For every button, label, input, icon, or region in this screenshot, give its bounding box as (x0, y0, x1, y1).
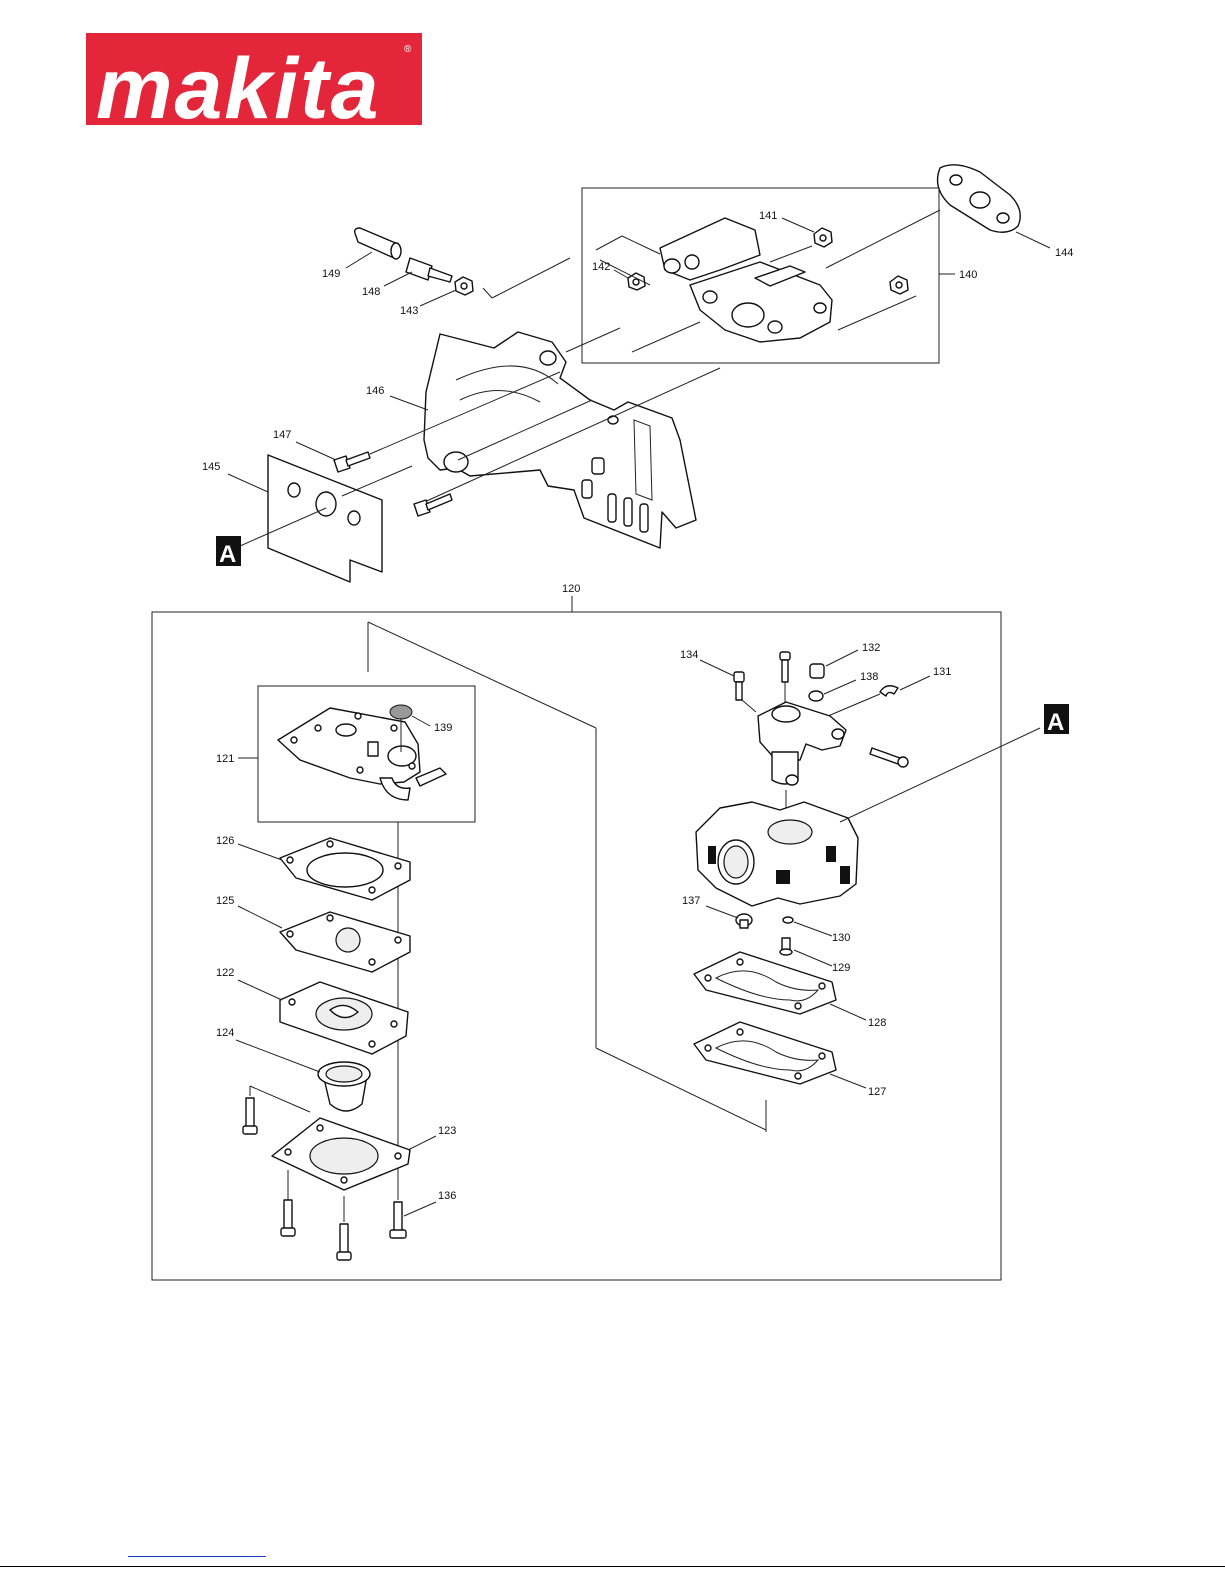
part-146-heat-shield (390, 332, 696, 548)
part-130-oring (783, 917, 832, 936)
part-124-cup (236, 1040, 370, 1111)
callout-129: 129 (832, 962, 850, 974)
part-132-cap (810, 650, 858, 678)
callout-146: 146 (366, 385, 384, 397)
part-137-plug (706, 906, 752, 928)
callout-121: 121 (216, 753, 234, 765)
part-145-plate (228, 455, 382, 582)
part-screw-top (780, 652, 790, 682)
marker-a-right: A (1044, 704, 1069, 736)
callout-144: 144 (1055, 247, 1073, 259)
callout-138: 138 (860, 671, 878, 683)
footer-rule (0, 1566, 1225, 1567)
callout-126: 126 (216, 835, 234, 847)
callout-143: 143 (400, 305, 418, 317)
svg-text:A: A (1047, 709, 1064, 736)
part-144-gasket (938, 165, 1050, 248)
callout-145: 145 (202, 461, 220, 473)
part-127-gasket (694, 1022, 866, 1088)
part-screw-right (870, 748, 908, 767)
part-148-adjust-screw (384, 258, 452, 286)
part-carburetor-body (696, 728, 1040, 906)
callout-140: 140 (959, 269, 977, 281)
callout-127: 127 (868, 1086, 886, 1098)
part-121-pump-body (278, 708, 446, 800)
part-screw-bottom-1 (281, 1200, 295, 1236)
callout-141: 141 (759, 210, 777, 222)
registered-mark: ® (404, 44, 412, 55)
part-screw-upper-left (243, 1098, 257, 1134)
callout-147: 147 (273, 429, 291, 441)
callout-123: 123 (438, 1125, 456, 1137)
svg-text:A: A (219, 541, 236, 568)
footer-link-underline[interactable] (128, 1556, 266, 1557)
part-140-holder (660, 218, 832, 342)
marker-a-left: A (216, 536, 241, 568)
makita-logo: makita ® (86, 33, 422, 137)
callout-134: 134 (680, 649, 698, 661)
part-nut-140-right (890, 276, 908, 294)
callout-132: 132 (862, 642, 880, 654)
logo-wordmark: makita (96, 41, 381, 137)
part-125-diaphragm (238, 906, 410, 972)
part-123-cover-plate (272, 1118, 436, 1190)
callout-136: 136 (438, 1190, 456, 1202)
callout-137: 137 (682, 895, 700, 907)
part-screw-bottom-2 (337, 1224, 351, 1260)
callout-149: 149 (322, 268, 340, 280)
part-129-needle (780, 938, 832, 966)
callout-130: 130 (832, 932, 850, 944)
callout-139: 139 (434, 722, 452, 734)
part-134-screw (700, 660, 744, 700)
callout-125: 125 (216, 895, 234, 907)
assembly-box-120 (152, 612, 1001, 1280)
callout-131: 131 (933, 666, 951, 678)
part-screw-lower (414, 494, 452, 516)
callout-128: 128 (868, 1017, 886, 1029)
callout-124: 124 (216, 1027, 234, 1039)
callout-148: 148 (362, 286, 380, 298)
part-131-clip (880, 676, 930, 696)
callout-122: 122 (216, 967, 234, 979)
part-138-washer (809, 680, 856, 701)
part-122-pump-cover (238, 980, 408, 1054)
part-141-nut (782, 218, 832, 247)
callout-142: 142 (592, 261, 610, 273)
part-126-gasket (238, 838, 410, 900)
callout-120: 120 (562, 583, 580, 595)
part-136-screw (390, 1202, 436, 1238)
part-149-cap (346, 228, 401, 268)
